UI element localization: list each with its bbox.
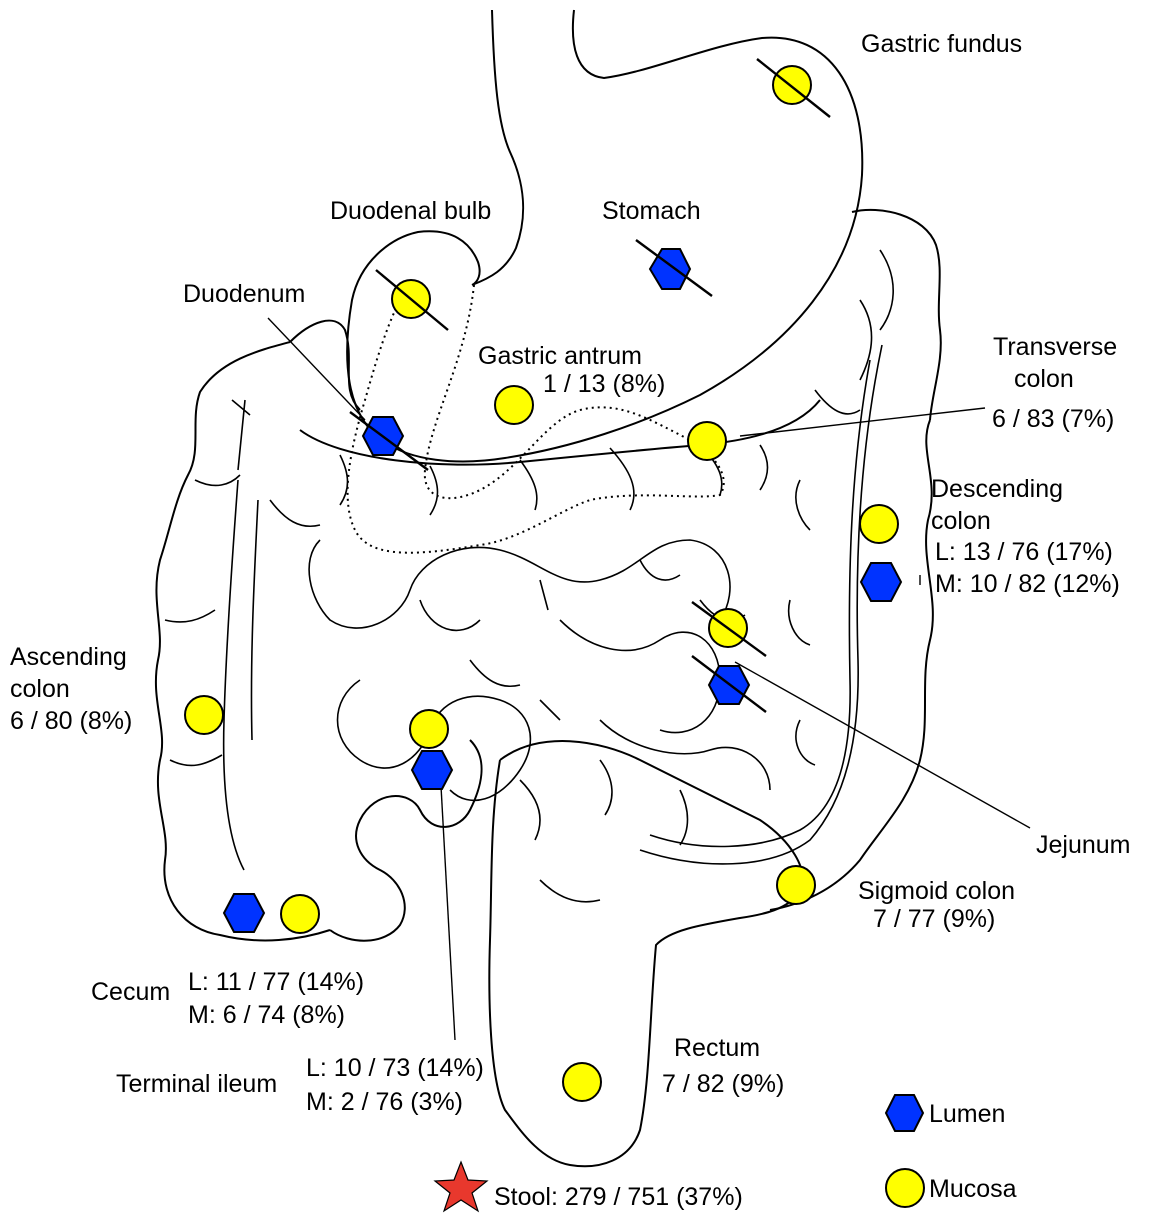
lumen-marker-descending-colon [861, 563, 901, 601]
strike-duodenal-bulb [376, 270, 448, 330]
mucosa-marker-gastric-antrum [495, 386, 533, 424]
descending-colon-haustra [640, 345, 882, 864]
label-transverse-colon-line2: colon [1014, 365, 1074, 393]
pancreas-dotted-outline [348, 285, 724, 553]
label-stomach: Stomach [602, 197, 701, 225]
markers [185, 59, 901, 1211]
label-cecum: Cecum [91, 978, 170, 1006]
label-jejunum: Jejunum [1036, 831, 1131, 859]
jejunum-pointer [735, 662, 1030, 828]
value-terminal-ileum-mucosa: M: 2 / 76 (3%) [306, 1088, 463, 1116]
value-cecum-lumen: L: 11 / 77 (14%) [188, 968, 364, 996]
label-descending-colon-line1: Descending [931, 475, 1063, 503]
small-intestine-loops [309, 540, 770, 800]
label-duodenal-bulb: Duodenal bulb [330, 197, 491, 225]
legend-lumen-label: Lumen [929, 1100, 1005, 1128]
label-sigmoid-colon: Sigmoid colon [858, 877, 1015, 905]
terminal-ileum-pointer [440, 768, 455, 1040]
value-descending-colon-lumen: L: 13 / 76 (17%) [935, 538, 1113, 566]
duodenum-pointer [268, 318, 365, 420]
label-gastric-fundus: Gastric fundus [861, 30, 1022, 58]
value-ascending-colon: 6 / 80 (8%) [10, 707, 132, 735]
label-stool: Stool: 279 / 751 (37%) [494, 1183, 743, 1211]
label-ascending-colon-line1: Ascending [10, 643, 127, 671]
mucosa-marker-ascending-colon [185, 696, 223, 734]
value-gastric-antrum: 1 / 13 (8%) [543, 370, 665, 398]
stool-star-icon [435, 1162, 487, 1211]
lumen-marker-terminal-ileum [412, 751, 452, 789]
mucosa-marker-sigmoid-colon [777, 866, 815, 904]
mucosa-marker-descending-colon [860, 505, 898, 543]
rectum-folds [520, 760, 688, 902]
label-ascending-colon-line2: colon [10, 675, 70, 703]
legend-lumen-icon [886, 1095, 923, 1131]
label-descending-colon-line2: colon [931, 507, 991, 535]
label-gastric-antrum: Gastric antrum [478, 342, 642, 370]
labels: Gastric fundus Stomach Duodenal bulb Duo… [10, 30, 1131, 1211]
legend-mucosa-icon [886, 1169, 924, 1207]
value-rectum: 7 / 82 (9%) [662, 1070, 784, 1098]
value-cecum-mucosa: M: 6 / 74 (8%) [188, 1001, 345, 1029]
mucosa-marker-transverse-colon [688, 422, 726, 460]
label-terminal-ileum: Terminal ileum [116, 1070, 277, 1098]
mucosa-marker-terminal-ileum [410, 710, 448, 748]
value-sigmoid-colon: 7 / 77 (9%) [873, 905, 995, 933]
value-terminal-ileum-lumen: L: 10 / 73 (14%) [306, 1054, 484, 1082]
label-duodenum: Duodenum [183, 280, 305, 308]
value-transverse-colon: 6 / 83 (7%) [992, 405, 1114, 433]
legend: Lumen Mucosa [886, 1095, 1017, 1207]
descending-colon-outline [770, 420, 933, 910]
cecum-outline [330, 740, 482, 941]
ascending-colon-haustra [165, 400, 320, 870]
label-rectum: Rectum [674, 1034, 760, 1062]
mucosa-marker-cecum [281, 895, 319, 933]
lumen-marker-cecum [224, 894, 264, 932]
mucosa-marker-rectum [563, 1063, 601, 1101]
value-descending-colon-mucosa: M: 10 / 82 (12%) [935, 570, 1120, 598]
label-transverse-colon-line1: Transverse [993, 333, 1117, 361]
legend-mucosa-label: Mucosa [929, 1175, 1017, 1203]
